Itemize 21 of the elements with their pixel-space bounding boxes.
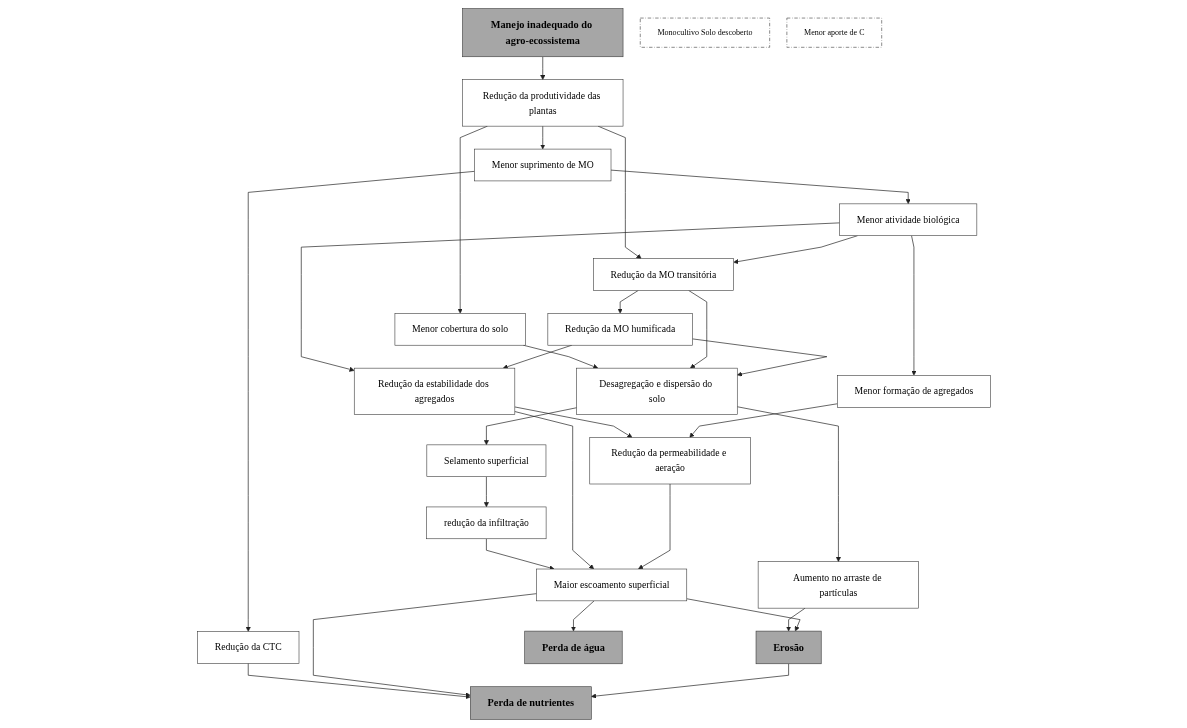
node-box: Selamento superficial — [426, 444, 546, 477]
node-box: Redução da CTC — [196, 631, 299, 664]
node-box: Redução da estabilidade dos agregados — [353, 367, 515, 415]
node-box: Menor suprimento de MO — [473, 148, 611, 182]
node-box: Perda de nutrientes — [469, 686, 592, 720]
node-box: redução da infiltração — [425, 506, 546, 540]
node-box: Manejo inadequado do agro-ecossistema — [461, 8, 623, 58]
node-box: Redução da produtividade das plantas — [461, 79, 623, 127]
node-box: Aumento no arraste de partículas — [757, 561, 919, 609]
node-box: Menor cobertura do solo — [394, 313, 526, 346]
node-box: Redução da MO humificada — [547, 313, 693, 346]
node-box: Menor formação de agregados — [836, 375, 991, 408]
node-box: Monocultivo Solo descoberto — [639, 17, 770, 48]
node-box: Menor atividade biológica — [838, 203, 977, 236]
node-box: Perda de água — [523, 630, 622, 665]
node-box: Desagregação e dispersão do solo — [575, 367, 738, 415]
node-box: Erosão — [755, 630, 821, 665]
node-box: Maior escoamento superficial — [535, 568, 687, 602]
node-box: Redução da MO transitória — [592, 258, 734, 291]
node-box: Redução da permeabilidade e aeração — [588, 437, 751, 485]
node-box: Menor aporte de C — [786, 17, 882, 48]
